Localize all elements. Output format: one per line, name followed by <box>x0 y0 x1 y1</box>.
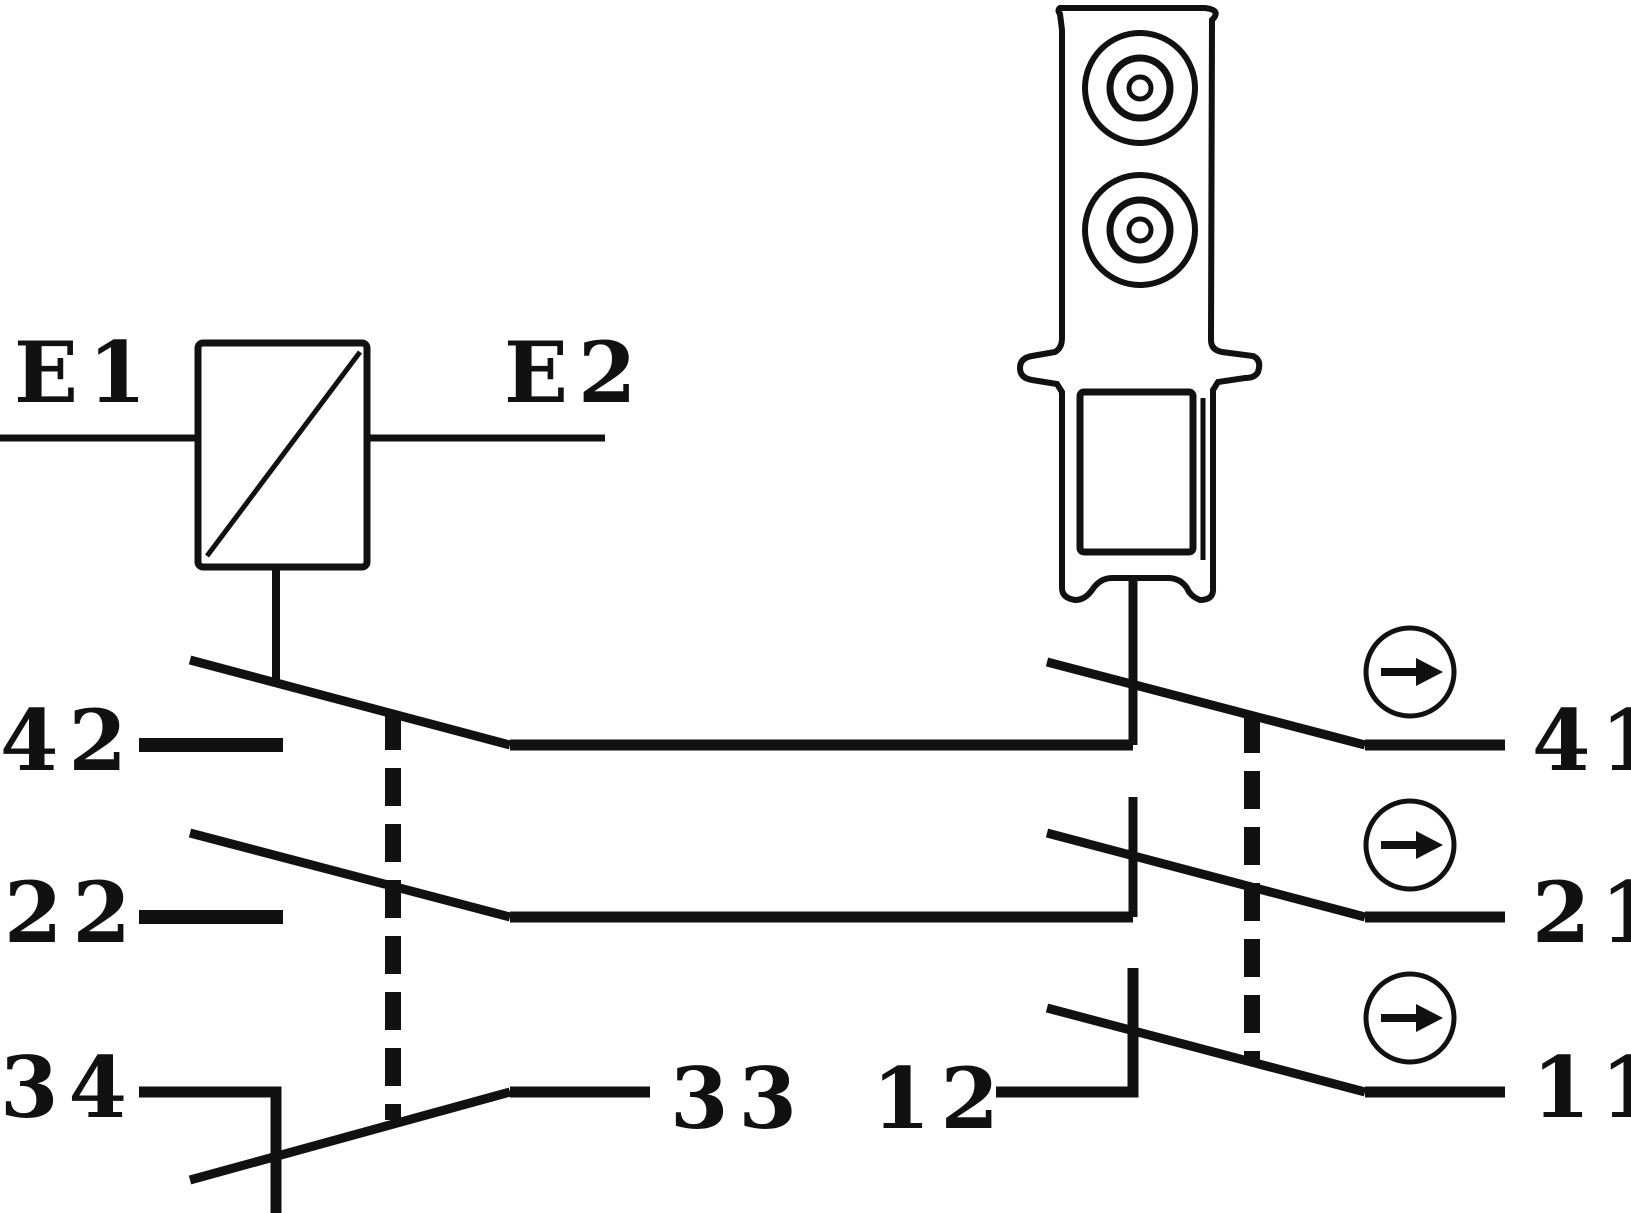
label-e1: E1 <box>14 323 156 422</box>
label-terminal-34: 34 <box>0 1038 137 1137</box>
positive-opening-arrow-icon <box>1363 971 1457 1065</box>
coil-diagonal <box>205 350 362 558</box>
left-contact-group <box>139 655 650 1213</box>
door-actuator-key-icon <box>1016 5 1263 745</box>
contact-34-33-blade <box>188 1087 512 1185</box>
contact-21-blade <box>1045 828 1367 922</box>
right-contact-group <box>996 657 1505 1098</box>
actuator-hole-outer-1 <box>1082 30 1198 146</box>
positive-opening-arrow-icon <box>1363 625 1457 719</box>
actuator-hole-outer-2 <box>1082 172 1198 288</box>
contact-22-blade <box>188 828 512 922</box>
positive-opening-head-41 <box>1416 658 1443 686</box>
actuator-hole-inner-2 <box>1126 216 1154 244</box>
label-e2: E2 <box>504 323 646 422</box>
label-terminal-12: 12 <box>872 1049 1009 1148</box>
label-terminal-33: 33 <box>670 1049 807 1148</box>
label-terminal-11: 11 <box>1532 1038 1631 1137</box>
actuator-hole-inner-1 <box>1126 74 1154 102</box>
coil-circuit <box>0 339 605 680</box>
terminal-34-wire <box>139 1086 282 1213</box>
contact-42-blade <box>188 655 512 750</box>
actuator-hole-ring-2 <box>1106 196 1174 264</box>
label-terminal-21: 21 <box>1532 863 1631 962</box>
positive-opening-arrow-icon <box>1363 798 1457 892</box>
positive-opening-head-21 <box>1416 831 1443 859</box>
actuator-tongue-window <box>1076 388 1197 556</box>
positive-opening-head-11 <box>1416 1004 1443 1032</box>
label-terminal-41: 41 <box>1532 691 1631 790</box>
contact-41-blade <box>1045 657 1367 750</box>
actuator-hole-ring-1 <box>1106 54 1174 122</box>
contact-11-blade <box>1045 1003 1367 1097</box>
label-terminal-42: 42 <box>0 691 137 790</box>
label-terminal-22: 22 <box>4 863 141 962</box>
terminal-12-wire <box>996 968 1139 1098</box>
